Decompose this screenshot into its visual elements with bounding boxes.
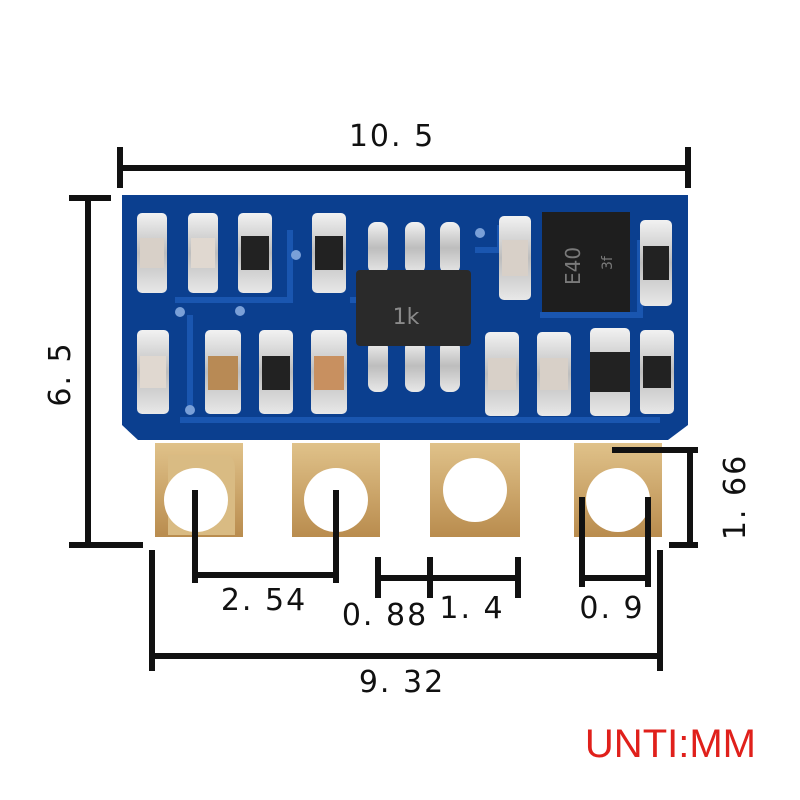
smd-components [137,213,674,416]
board-width-label: 10. 5 [349,119,435,154]
dimension-lines [69,147,698,671]
pad-pitch-label: 2. 54 [221,583,307,618]
pad-4 [574,443,662,537]
pad-width-label: 1. 4 [439,591,504,626]
ic-marking: 1k [393,305,420,330]
unit-label: UNTI:MM [584,722,756,766]
pad-height-label: 1. 66 [718,454,753,540]
pad-hole [586,468,650,532]
pad-3 [430,443,520,537]
pad-span-label: 9. 32 [359,665,445,700]
square-chip: E40 3f [542,212,630,312]
chip-marking-2: 3f [600,255,616,270]
chip-marking-1: E40 [561,247,585,285]
ic-chip: 1k [356,222,471,392]
board-height-label: 6. 5 [43,341,78,406]
pad-gap-label: 0. 88 [342,598,428,633]
hole-diameter-label: 0. 9 [579,591,644,626]
pad-hole [443,458,507,522]
pad-1 [155,443,243,537]
castellated-pads [155,443,662,537]
